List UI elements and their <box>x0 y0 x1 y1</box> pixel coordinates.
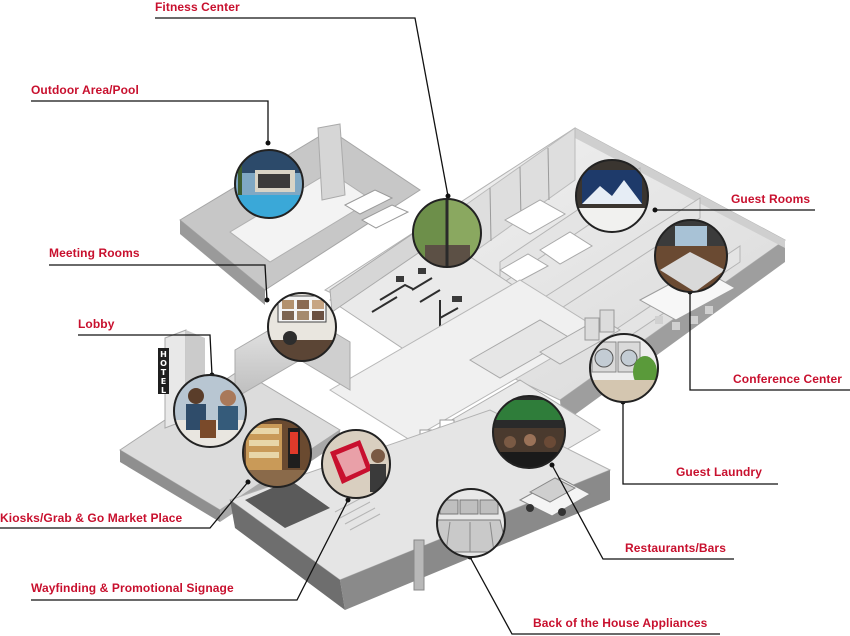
fitness-center-photo <box>412 198 482 268</box>
restaurants-bars-photo <box>492 395 566 469</box>
back-of-house-photo <box>436 488 506 558</box>
meeting-rooms-photo <box>267 292 337 362</box>
label-restaurants-bars: Restaurants/Bars <box>625 541 726 555</box>
label-guest-rooms: Guest Rooms <box>731 192 811 206</box>
wayfinding-signage-photo <box>321 429 391 499</box>
label-meeting-rooms: Meeting Rooms <box>49 246 140 260</box>
label-kiosks-market: Kiosks/Grab & Go Market Place <box>0 511 183 525</box>
hotel-sign-letter: E <box>161 377 166 386</box>
label-wayfinding-signage: Wayfinding & Promotional Signage <box>31 581 234 595</box>
outdoor-pool-photo <box>234 149 304 219</box>
hotel-sign-letter: T <box>161 368 167 377</box>
hotel-sign-letter: O <box>160 359 167 368</box>
label-back-of-house: Back of the House Appliances <box>533 616 708 630</box>
label-guest-laundry: Guest Laundry <box>676 465 762 479</box>
hotel-sign-letter: L <box>161 386 166 395</box>
conference-center-photo <box>654 219 728 293</box>
guest-laundry-photo <box>589 333 659 403</box>
guest-rooms-photo <box>575 159 649 233</box>
hotel-sign-letter: H <box>160 350 167 359</box>
car <box>518 477 592 517</box>
label-conference-center: Conference Center <box>733 372 843 386</box>
leader-lines <box>0 17 850 635</box>
label-lobby: Lobby <box>78 317 115 331</box>
label-outdoor-area-pool: Outdoor Area/Pool <box>31 83 139 97</box>
kiosks-market-photo <box>242 418 312 488</box>
label-fitness-center: Fitness Center <box>155 0 240 14</box>
